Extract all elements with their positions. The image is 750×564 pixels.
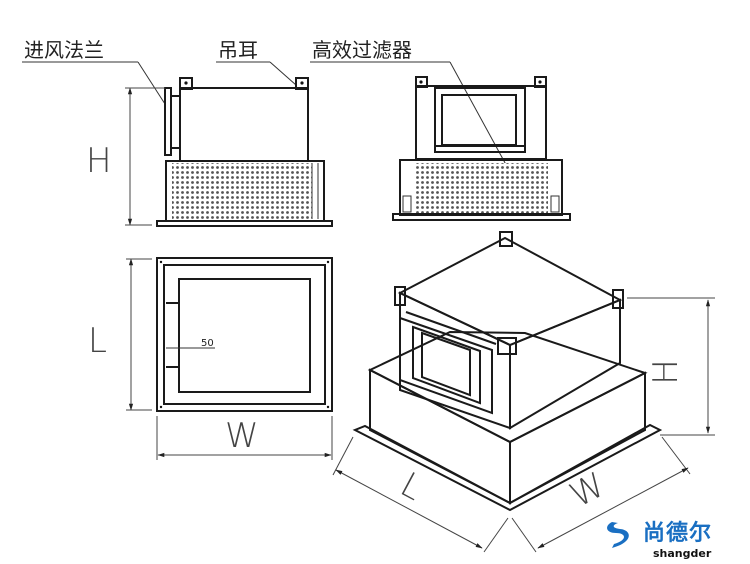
inlet-opening <box>434 87 526 153</box>
top-length-label: L <box>88 321 107 361</box>
iso-length-dimension-line <box>335 469 483 549</box>
iso-inlet-flange <box>399 316 493 415</box>
front-view: H <box>86 77 333 227</box>
isometric-view: H L W <box>332 231 715 553</box>
offset-dimension-label: 50 <box>201 338 214 349</box>
iso-lower-top-face <box>367 330 648 444</box>
iso-lug <box>394 286 406 306</box>
housing-outline <box>163 264 326 405</box>
front-height-label: H <box>86 141 112 181</box>
iso-upper-top-face <box>397 236 623 347</box>
lifting-lug-label: 吊耳 <box>218 38 258 62</box>
iso-width-dimension-line <box>537 467 689 549</box>
callout-inlet-flange: 进风法兰 <box>22 38 166 105</box>
iso-lug <box>499 231 513 247</box>
iso-lug <box>497 337 517 355</box>
inlet-inner <box>441 94 517 146</box>
iso-base-flange <box>352 423 663 512</box>
iso-width-label: W <box>563 465 611 516</box>
bottom-flange <box>392 213 571 221</box>
clamp-left <box>402 195 412 213</box>
filter-media <box>414 163 548 214</box>
side-view <box>392 76 571 221</box>
clamp-right <box>550 195 560 213</box>
inlet-flange-label: 进风法兰 <box>24 38 104 62</box>
brand-logo: 尚德尔 shangder <box>607 520 712 560</box>
inlet-flange <box>164 87 172 156</box>
brand-name-cn: 尚德尔 <box>643 520 712 546</box>
iso-length-label: L <box>394 465 430 509</box>
iso-lug <box>612 289 624 309</box>
top-width-label: W <box>225 416 259 456</box>
top-view: 50 L W <box>88 257 333 460</box>
bottom-flange <box>156 220 333 227</box>
plenum-box <box>179 87 309 162</box>
callout-lifting-lug: 吊耳 <box>216 38 297 86</box>
outer-flange <box>156 257 333 412</box>
filter-media <box>172 163 312 219</box>
hepa-filter-label: 高效过滤器 <box>312 38 412 62</box>
brand-name-en: shangder <box>653 547 712 560</box>
iso-lower-left-face <box>369 368 511 505</box>
callout-hepa-filter: 高效过滤器 <box>310 38 511 173</box>
plenum-outline <box>178 278 311 393</box>
iso-upper-left-face <box>399 291 511 430</box>
iso-height-label: H <box>646 359 686 385</box>
brand-swoosh-icon <box>607 522 629 548</box>
iso-upper-right-face <box>509 298 621 430</box>
